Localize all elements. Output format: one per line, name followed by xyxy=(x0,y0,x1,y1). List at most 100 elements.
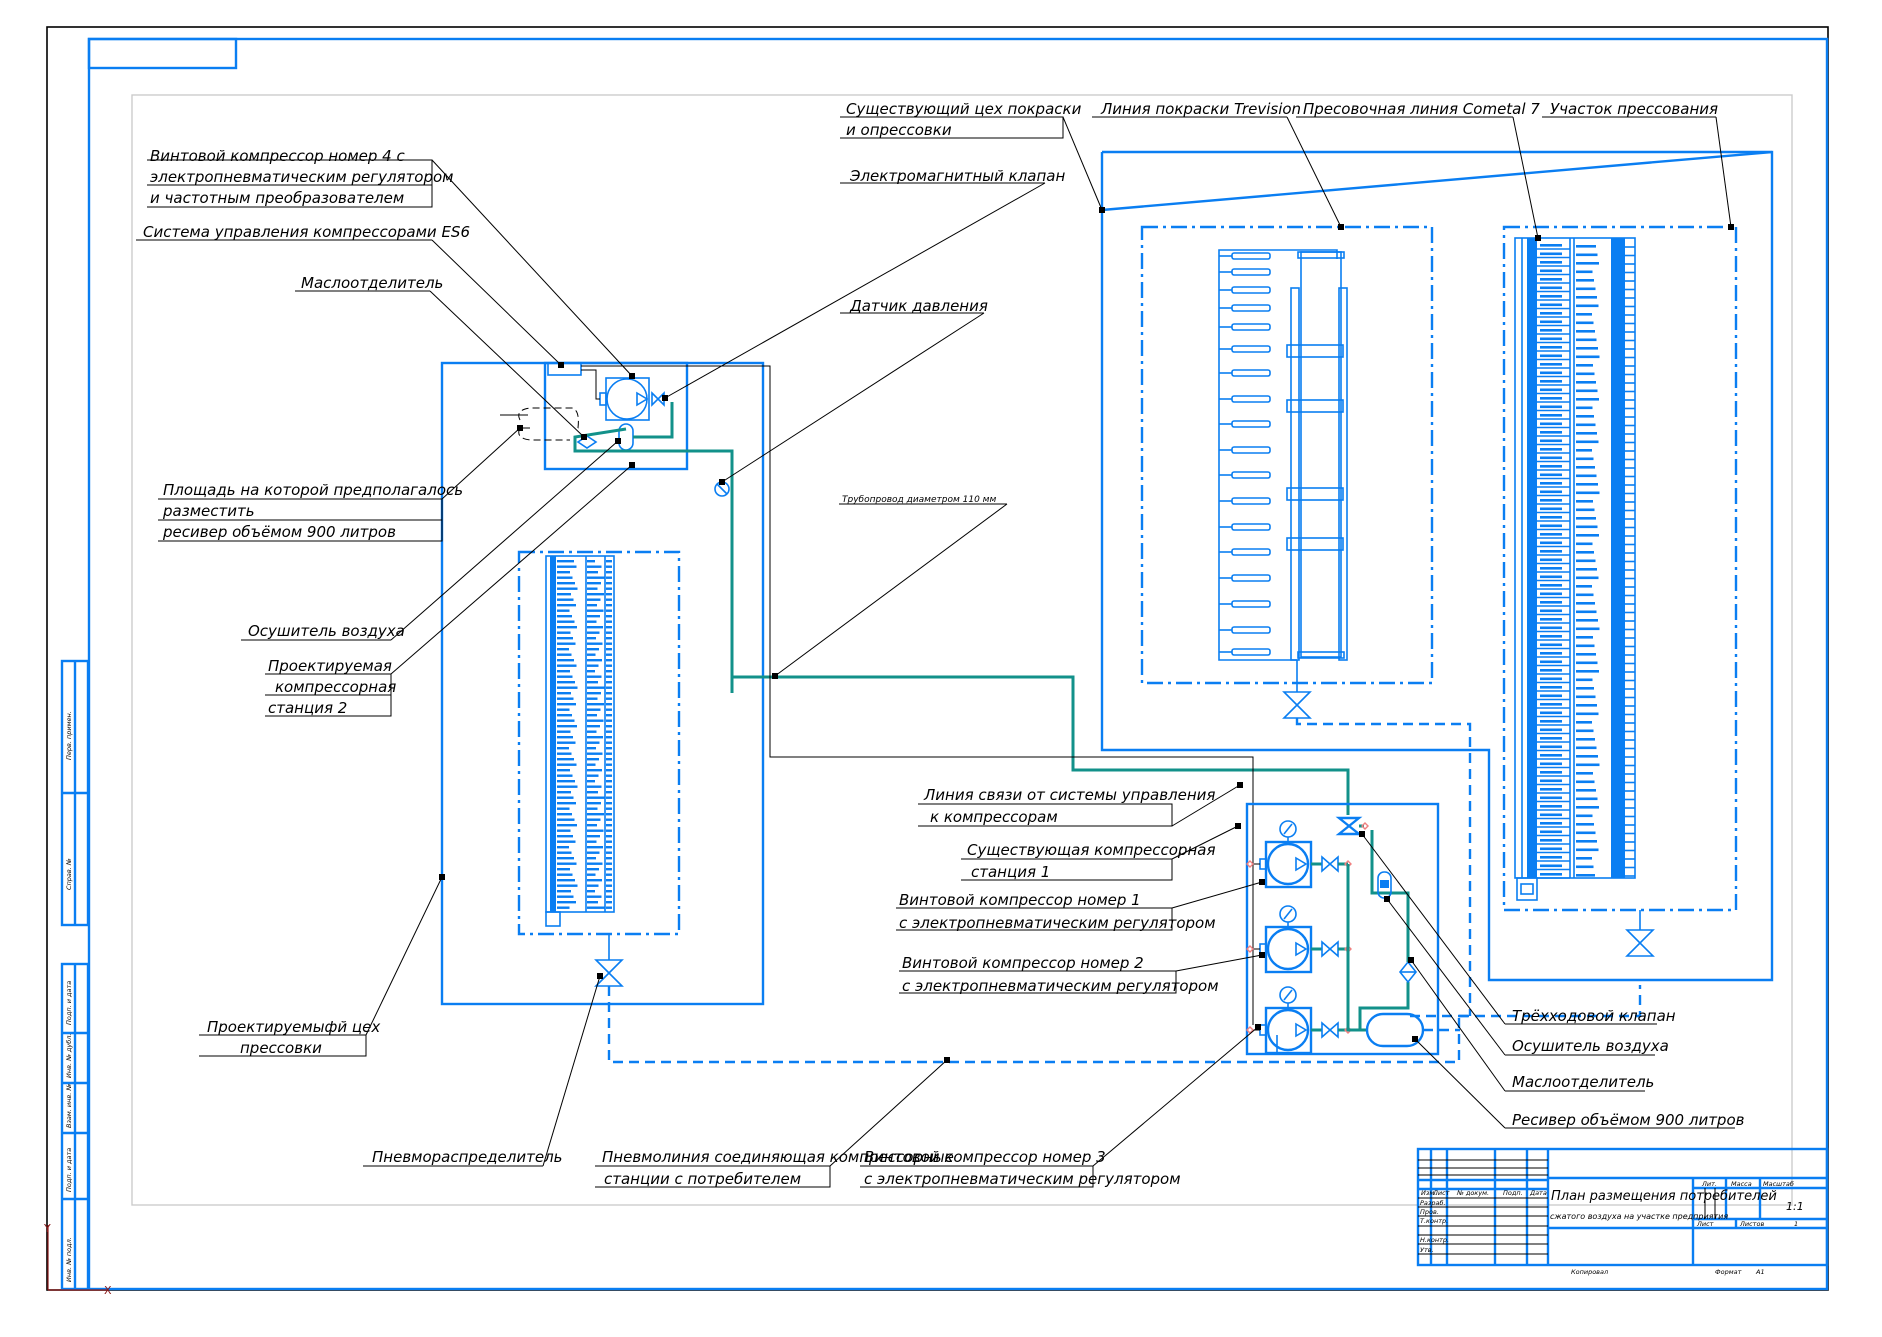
label-pressure-sensor: Датчик давления xyxy=(840,297,988,315)
press-rack-slot xyxy=(557,807,570,810)
press-rack-slot xyxy=(606,906,612,909)
press-rack-slot xyxy=(557,736,573,739)
press-rack-slot xyxy=(606,587,612,590)
paint-hanger xyxy=(1231,600,1271,608)
cometal-slot xyxy=(1540,754,1562,757)
label-press-area: Участок прессования xyxy=(1542,100,1718,118)
press-rack-slot xyxy=(557,758,574,761)
cometal-slot xyxy=(1576,355,1600,359)
cometal-slot xyxy=(1540,711,1562,715)
label-oil-separator-left-text: Маслоотделитель xyxy=(301,274,443,292)
tb-scale-label: Масштаб xyxy=(1763,1180,1794,1188)
leader-node xyxy=(1408,957,1414,963)
label-press-line-text: Пресовочная линия Cometal 7 xyxy=(1303,100,1540,118)
press-rack-slot xyxy=(557,862,577,865)
label-receiver: Ресивер объёмом 900 литров xyxy=(1505,1111,1745,1129)
label-receiver-area-line1: Площадь на которой предполагалось xyxy=(163,481,463,499)
cometal-slot xyxy=(1576,313,1592,316)
node-marker xyxy=(1246,1026,1254,1034)
press-rack-slot xyxy=(606,686,612,689)
press-rack-slot xyxy=(557,785,578,788)
tb-header-sheet: Лист xyxy=(1432,1189,1450,1197)
node-marker xyxy=(1246,945,1254,953)
press-rack-slot xyxy=(587,631,600,634)
cometal-slot xyxy=(1576,517,1596,520)
press-rack-slot xyxy=(606,818,612,821)
cometal-slot xyxy=(1576,772,1593,775)
label-paint-shop: Существующий цех покраски и опрессовки xyxy=(840,100,1082,139)
press-rack-slot xyxy=(557,851,572,854)
label-pneumoline-line1: Пневмолиния соединяющая компрессорные xyxy=(602,1148,954,1166)
leader-node xyxy=(1728,224,1734,230)
press-rack-slot xyxy=(557,829,571,832)
press-rack-slot xyxy=(557,741,576,744)
tb-role-approved: Утв. xyxy=(1420,1246,1434,1254)
label-pneumoline-line2: станции с потребителем xyxy=(604,1170,801,1188)
label-station-1-line1: Существующая компрессорная xyxy=(967,841,1215,859)
label-compressor-3-line2: с электропневматическим регулятором xyxy=(864,1170,1181,1188)
cometal-slot xyxy=(1540,329,1562,332)
label-station-2: Проектируемая компрессорная станция 2 xyxy=(265,657,396,717)
press-rack-slot xyxy=(587,835,600,838)
press-rack-slot xyxy=(557,868,570,871)
press-rack-slot xyxy=(587,758,599,761)
cometal-slot xyxy=(1576,287,1596,291)
press-rack-slot xyxy=(587,857,596,860)
label-pressure-sensor-text: Датчик давления xyxy=(849,297,988,315)
three-way-valve xyxy=(1335,816,1363,836)
leader-node xyxy=(1235,823,1241,829)
cometal-slot xyxy=(1540,465,1562,468)
label-comm-line-line2: к компрессорам xyxy=(930,808,1058,826)
cometal-slot xyxy=(1540,303,1562,307)
press-rack-slot xyxy=(557,906,570,909)
cometal-slot xyxy=(1540,788,1562,791)
leader-node xyxy=(581,434,587,440)
press-rack-slot xyxy=(587,620,597,623)
control-communication-line xyxy=(581,365,1254,830)
stamp-sign-date-2: Подп. и дата xyxy=(65,1148,73,1192)
press-rack-slot xyxy=(587,609,604,612)
svg-text:Y: Y xyxy=(43,1222,51,1235)
press-rack-slot xyxy=(557,659,574,662)
press-rack-slot xyxy=(557,857,574,860)
press-rack-slot xyxy=(587,774,599,777)
label-compressor-3: Винтовой компрессор номер 3 с электропне… xyxy=(860,1148,1181,1188)
press-rack-slot xyxy=(606,571,612,574)
cometal-slot xyxy=(1576,610,1597,614)
paint-booth-clamp xyxy=(1286,537,1344,551)
leader-line xyxy=(1171,784,1241,827)
press-rack-slot xyxy=(606,807,612,810)
press-rack-slot xyxy=(557,769,570,772)
press-rack-slot xyxy=(606,851,612,854)
cometal-slot xyxy=(1576,372,1595,376)
cometal-slot xyxy=(1576,763,1600,767)
cometal-slot xyxy=(1576,644,1595,648)
press-rack-slot xyxy=(557,609,570,612)
press-rack-slot xyxy=(606,763,612,766)
press-rack-slot xyxy=(587,807,598,810)
cometal-slot xyxy=(1540,397,1562,400)
press-rack-slot xyxy=(587,785,602,788)
press-rack-slot xyxy=(557,582,575,585)
air-dryer-1-core xyxy=(1380,880,1389,888)
press-rack-slot xyxy=(606,769,612,772)
label-compressor-1: Винтовой компрессор номер 1 с электропне… xyxy=(896,891,1216,932)
cometal-slot xyxy=(1540,839,1562,842)
press-rack-slot xyxy=(606,604,612,607)
cometal-slot xyxy=(1540,677,1562,681)
compressor-1-valve xyxy=(1321,855,1339,873)
leader-line xyxy=(1715,116,1732,228)
press-rack-slot xyxy=(557,890,571,893)
cometal-slot xyxy=(1540,533,1562,536)
leader-line xyxy=(431,239,562,366)
press-rack-slot xyxy=(587,725,600,728)
press-rack-slot xyxy=(587,719,604,722)
press-rack-slot xyxy=(587,686,605,689)
paint-line-valve xyxy=(1282,660,1312,719)
press-rack-slot xyxy=(587,791,598,794)
cometal-slot xyxy=(1576,721,1592,724)
node-marker xyxy=(1246,860,1254,868)
label-compressor-4-line2: электропневматическим регулятором xyxy=(150,168,454,186)
leader-node xyxy=(1338,224,1344,230)
cometal-slot xyxy=(1576,670,1599,673)
